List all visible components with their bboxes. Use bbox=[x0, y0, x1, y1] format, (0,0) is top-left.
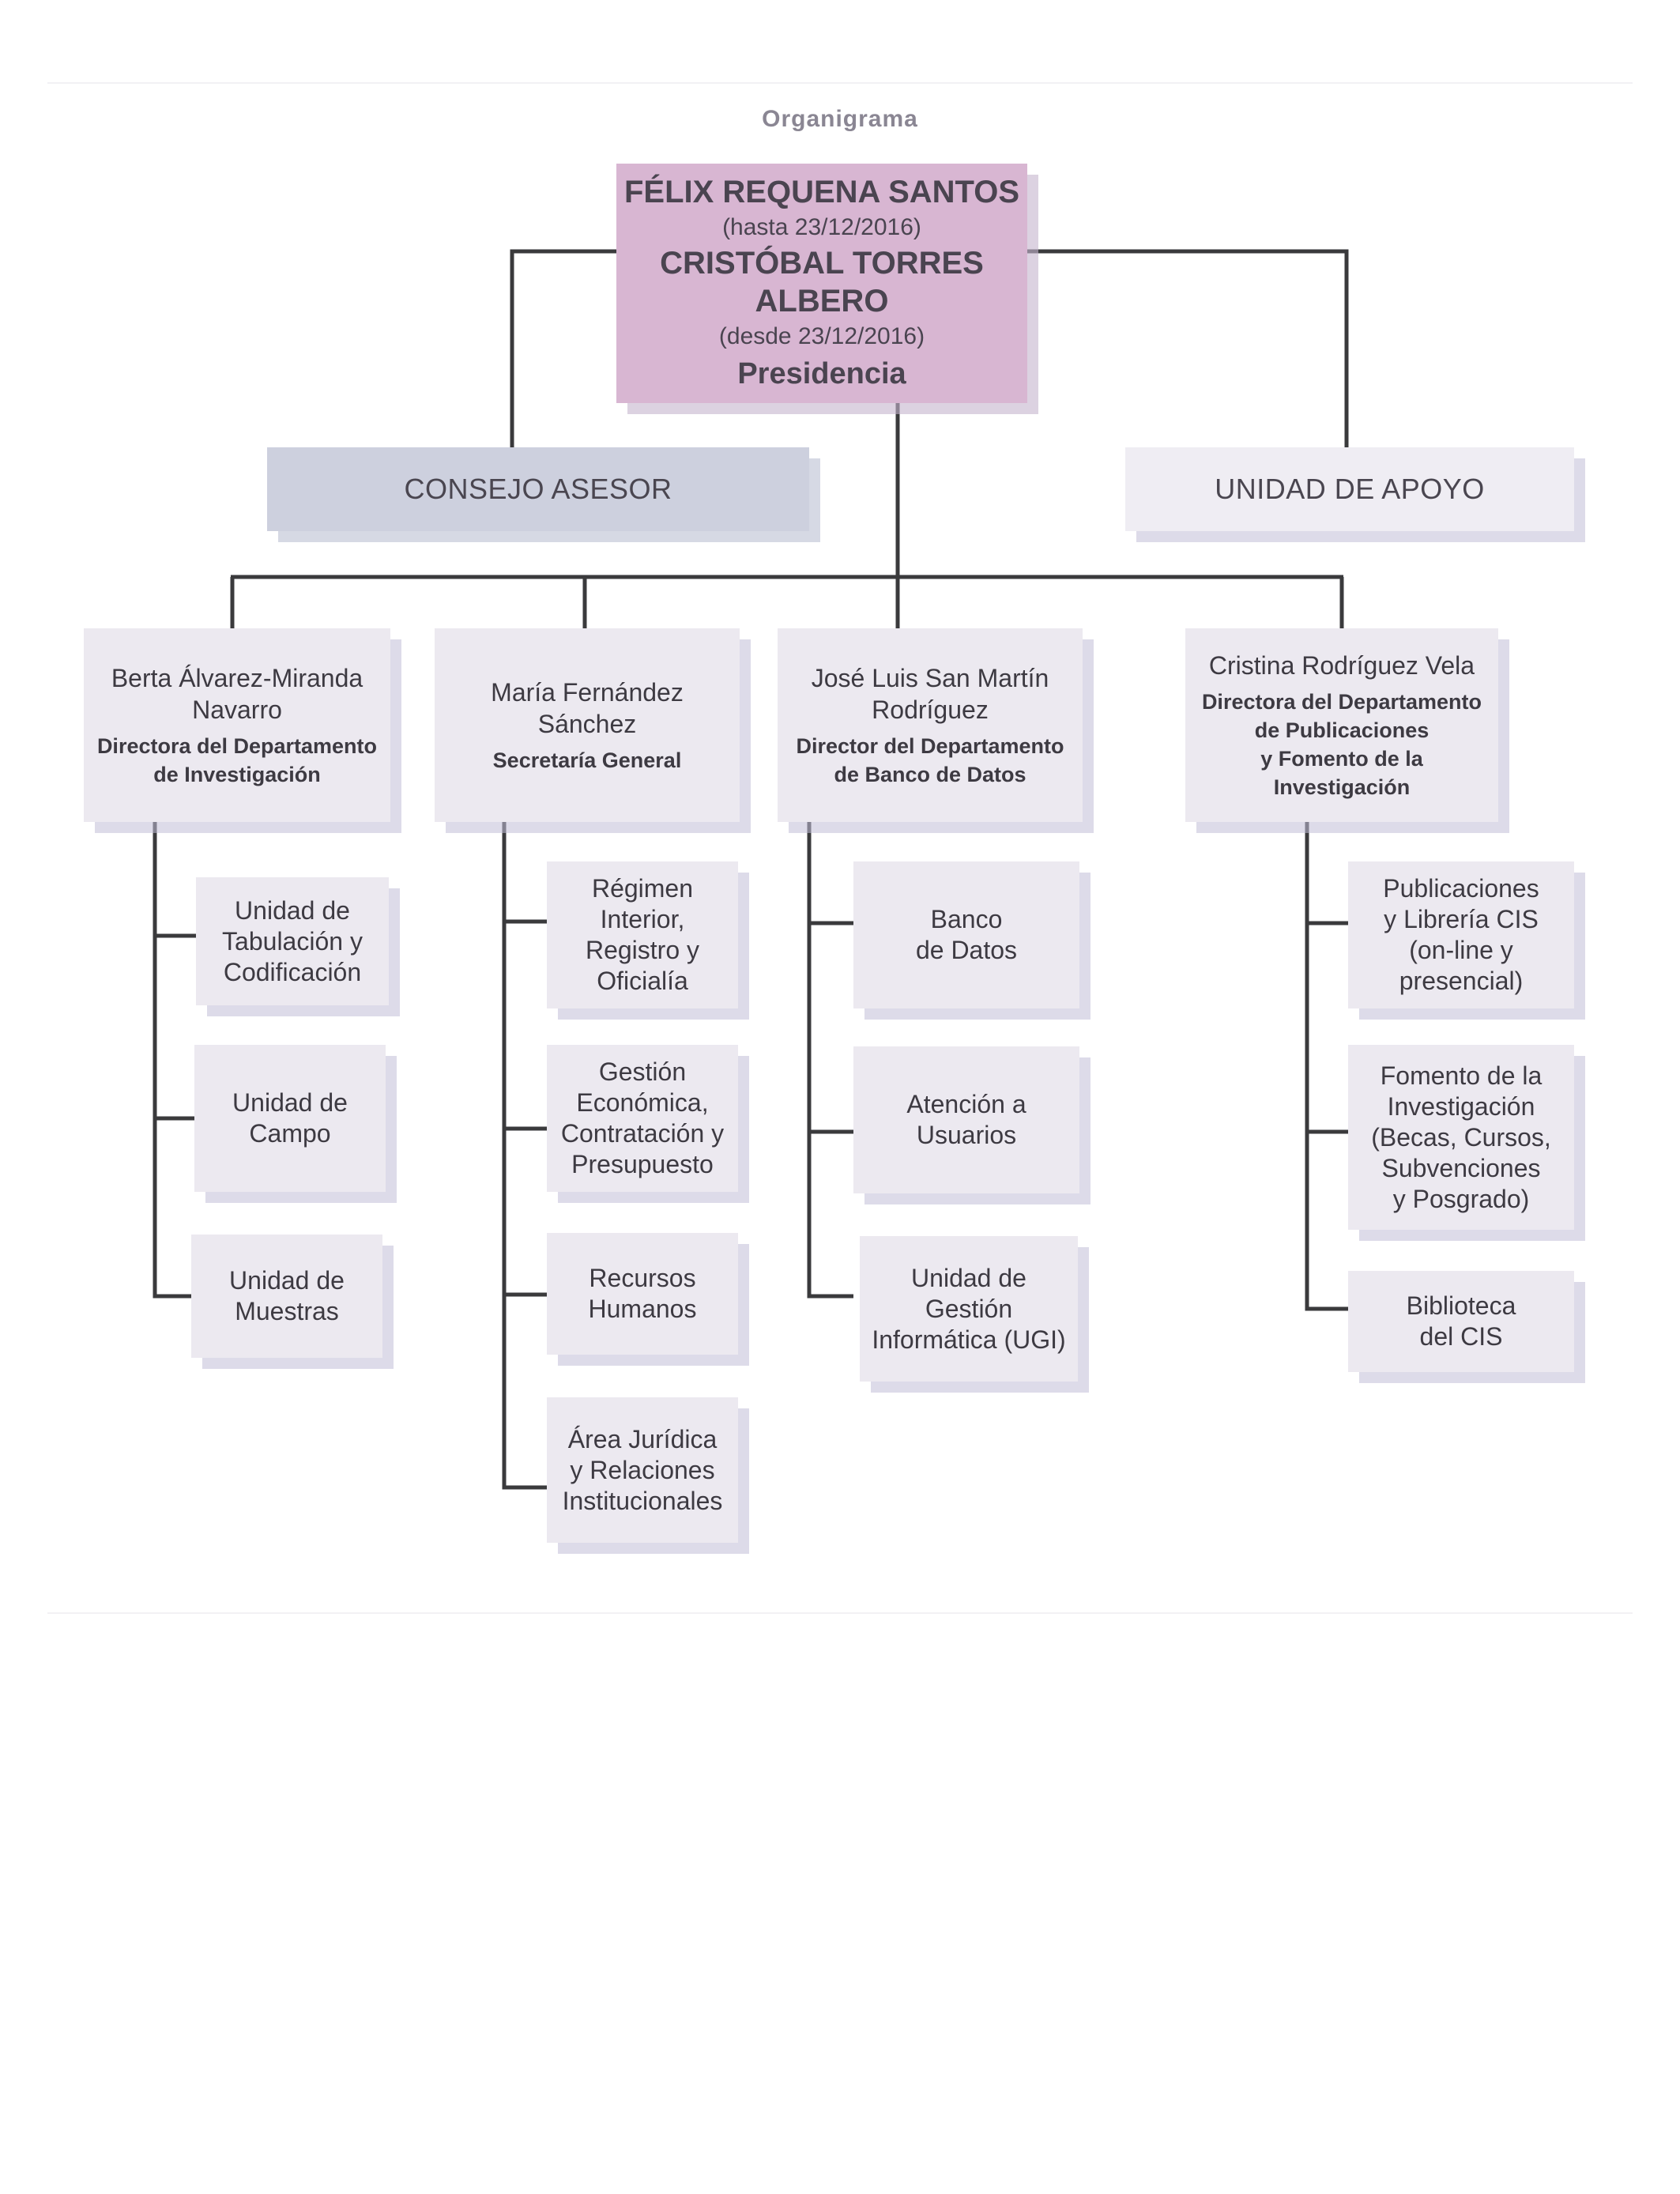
advisory-council-label: CONSEJO ASESOR bbox=[404, 473, 672, 505]
unit-it-management-box: Unidad de Gestión Informática (UGI) bbox=[860, 1236, 1078, 1382]
department-head-name: María Fernández Sánchez bbox=[491, 677, 684, 738]
unit-samples-box: Unidad de Muestras bbox=[191, 1235, 382, 1358]
department-head-role: Directora del Departamento de Investigac… bbox=[96, 733, 378, 786]
unit-data-bank-box: Banco de Datos bbox=[853, 861, 1079, 1008]
president-date-1: (hasta 23/12/2016) bbox=[722, 213, 921, 240]
unit-library-box: Biblioteca del CIS bbox=[1348, 1271, 1574, 1372]
unit-label: Régimen Interior, Registro y Oficialía bbox=[585, 874, 700, 995]
unit-publications-bookstore-box: Publicaciones y Librería CIS (on-line y … bbox=[1348, 861, 1574, 1008]
unit-user-service-box: Atención a Usuarios bbox=[853, 1046, 1079, 1193]
unit-label: Publicaciones y Librería CIS (on-line y … bbox=[1383, 874, 1539, 995]
president-date-2: (desde 23/12/2016) bbox=[718, 322, 925, 349]
department-data-bank-box: José Luis San Martín Rodríguez Director … bbox=[778, 628, 1083, 822]
presidency-box: FÉLIX REQUENA SANTOS (hasta 23/12/2016) … bbox=[616, 164, 1027, 403]
unit-label: Recursos Humanos bbox=[588, 1264, 697, 1323]
top-edge-line bbox=[47, 82, 1633, 84]
unit-label: Área Jurídica y Relaciones Institucional… bbox=[562, 1424, 723, 1515]
department-general-secretariat-box: María Fernández Sánchez Secretaría Gener… bbox=[435, 628, 740, 822]
department-publications-box: Cristina Rodríguez Vela Directora del De… bbox=[1185, 628, 1498, 822]
unit-internal-regime-box: Régimen Interior, Registro y Oficialía bbox=[547, 861, 738, 1008]
department-head-name: Berta Álvarez-Miranda Navarro bbox=[111, 663, 363, 724]
unit-tabulation-box: Unidad de Tabulación y Codificación bbox=[196, 877, 389, 1005]
unit-label: Unidad de Campo bbox=[232, 1088, 348, 1148]
department-head-name: Cristina Rodríguez Vela bbox=[1208, 650, 1475, 680]
unit-label: Banco de Datos bbox=[915, 905, 1018, 964]
unit-field-box: Unidad de Campo bbox=[194, 1045, 386, 1192]
unit-economic-management-box: Gestión Económica, Contratación y Presup… bbox=[547, 1045, 738, 1192]
department-head-role: Director del Departamento de Banco de Da… bbox=[796, 733, 1064, 786]
unit-label: Fomento de la Investigación (Becas, Curs… bbox=[1371, 1061, 1551, 1213]
unit-label: Unidad de Gestión Informática (UGI) bbox=[872, 1263, 1066, 1354]
president-name-1: FÉLIX REQUENA SANTOS bbox=[623, 174, 1020, 209]
diagram-title: Organigrama bbox=[762, 106, 918, 132]
support-unit-label: UNIDAD DE APOYO bbox=[1215, 473, 1485, 505]
support-unit-box: UNIDAD DE APOYO bbox=[1125, 447, 1574, 531]
unit-label: Unidad de Tabulación y Codificación bbox=[222, 895, 363, 986]
unit-label: Atención a Usuarios bbox=[906, 1090, 1026, 1149]
advisory-council-box: CONSEJO ASESOR bbox=[267, 447, 809, 531]
unit-legal-box: Área Jurídica y Relaciones Institucional… bbox=[547, 1397, 738, 1543]
president-name-2: CRISTÓBAL TORRES ALBERO bbox=[660, 245, 984, 319]
unit-label: Unidad de Muestras bbox=[229, 1266, 345, 1325]
department-research-box: Berta Álvarez-Miranda Navarro Directora … bbox=[84, 628, 390, 822]
department-head-name: José Luis San Martín Rodríguez bbox=[811, 663, 1049, 724]
unit-research-promotion-box: Fomento de la Investigación (Becas, Curs… bbox=[1348, 1045, 1574, 1230]
bottom-edge-line bbox=[47, 1612, 1633, 1614]
department-head-role: Secretaría General bbox=[492, 748, 682, 772]
department-head-role: Directora del Departamento de Publicacio… bbox=[1201, 689, 1482, 799]
unit-label: Gestión Económica, Contratación y Presup… bbox=[560, 1057, 725, 1178]
presidency-label: Presidencia bbox=[737, 356, 906, 390]
unit-label: Biblioteca del CIS bbox=[1406, 1291, 1516, 1351]
unit-human-resources-box: Recursos Humanos bbox=[547, 1233, 738, 1355]
